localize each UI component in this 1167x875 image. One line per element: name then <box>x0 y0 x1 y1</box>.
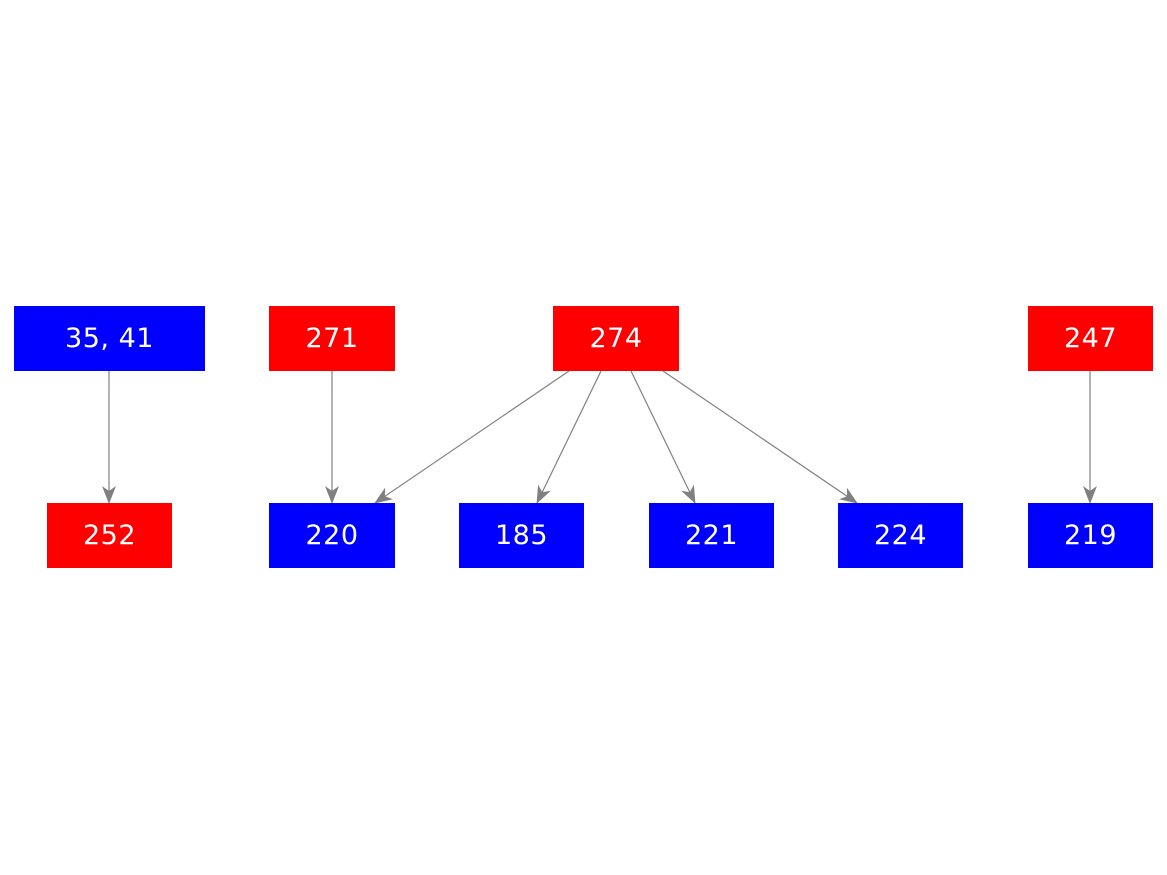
node-220: 220 <box>269 503 395 568</box>
node-221: 221 <box>649 503 774 568</box>
node-35-41: 35, 41 <box>14 306 205 371</box>
node-185: 185 <box>459 503 584 568</box>
node-219: 219 <box>1028 503 1153 568</box>
edge-274-to-221 <box>630 370 696 504</box>
node-247: 247 <box>1028 306 1153 371</box>
node-274: 274 <box>553 306 679 371</box>
node-224: 224 <box>838 503 963 568</box>
edge-274-to-224 <box>662 370 858 504</box>
edge-274-to-220 <box>374 370 570 504</box>
node-271: 271 <box>269 306 395 371</box>
edge-274-to-185 <box>536 370 602 504</box>
node-252: 252 <box>47 503 172 568</box>
